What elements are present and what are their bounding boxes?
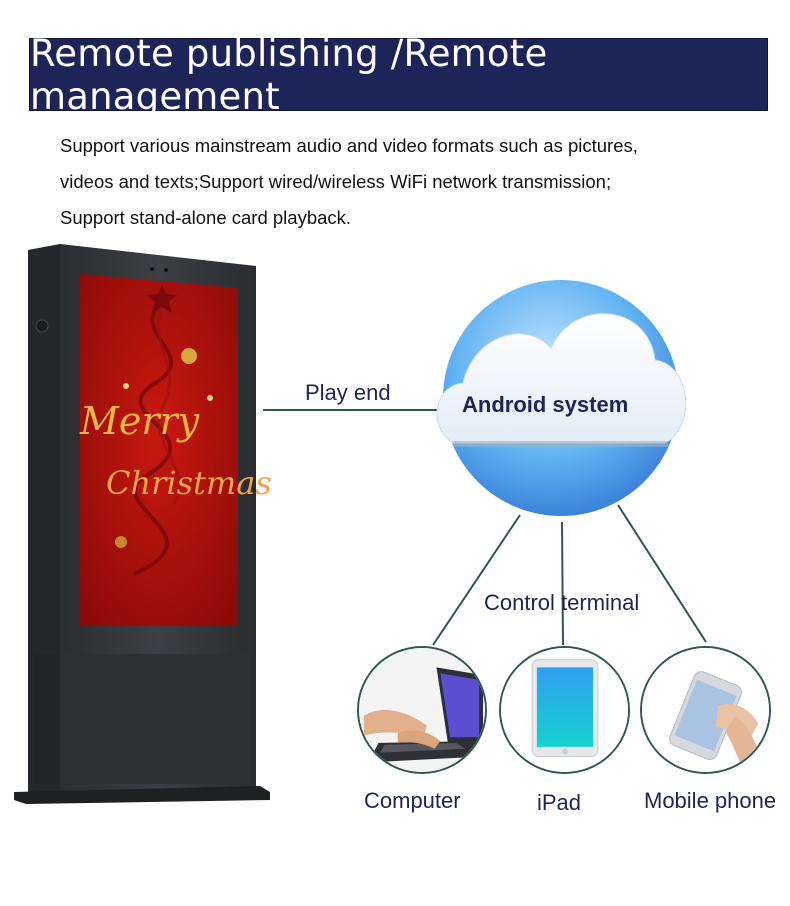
page-title: Remote publishing /Remote management <box>30 31 548 118</box>
phone-circle <box>640 646 771 774</box>
play-end-label: Play end <box>305 380 391 405</box>
ipad-circle <box>499 646 630 774</box>
ipad-label: iPad <box>537 790 582 815</box>
control-terminal-label: Control terminal <box>484 590 640 615</box>
mobile-phone-label: Mobile phone <box>644 788 777 813</box>
computer-circle <box>357 646 487 774</box>
tablet-icon <box>501 648 628 772</box>
description-line: videos and texts;Support wired/wireless … <box>60 171 612 192</box>
computer-label: Computer <box>364 788 461 813</box>
screen-text-christmas: Christmas <box>106 464 272 502</box>
description: Support various mainstream audio and vid… <box>60 128 750 236</box>
ipad-connector <box>561 521 564 646</box>
screen-text-merry: Merry <box>79 399 200 443</box>
laptop-icon <box>359 648 485 772</box>
android-system-label: Android system <box>462 392 629 417</box>
phone-connector <box>617 504 707 643</box>
computer-connector <box>432 514 521 646</box>
kiosk-illustration: Merry Christmas <box>14 244 272 804</box>
header-banner: Remote publishing /Remote management <box>29 32 768 118</box>
description-line: Support stand-alone card playback. <box>60 207 352 228</box>
kiosk-display: Merry Christmas <box>14 244 272 814</box>
cloud-icon <box>436 280 687 516</box>
cloud-graphic <box>433 278 691 518</box>
phone-icon <box>642 648 769 772</box>
description-line: Support various mainstream audio and vid… <box>60 135 638 156</box>
